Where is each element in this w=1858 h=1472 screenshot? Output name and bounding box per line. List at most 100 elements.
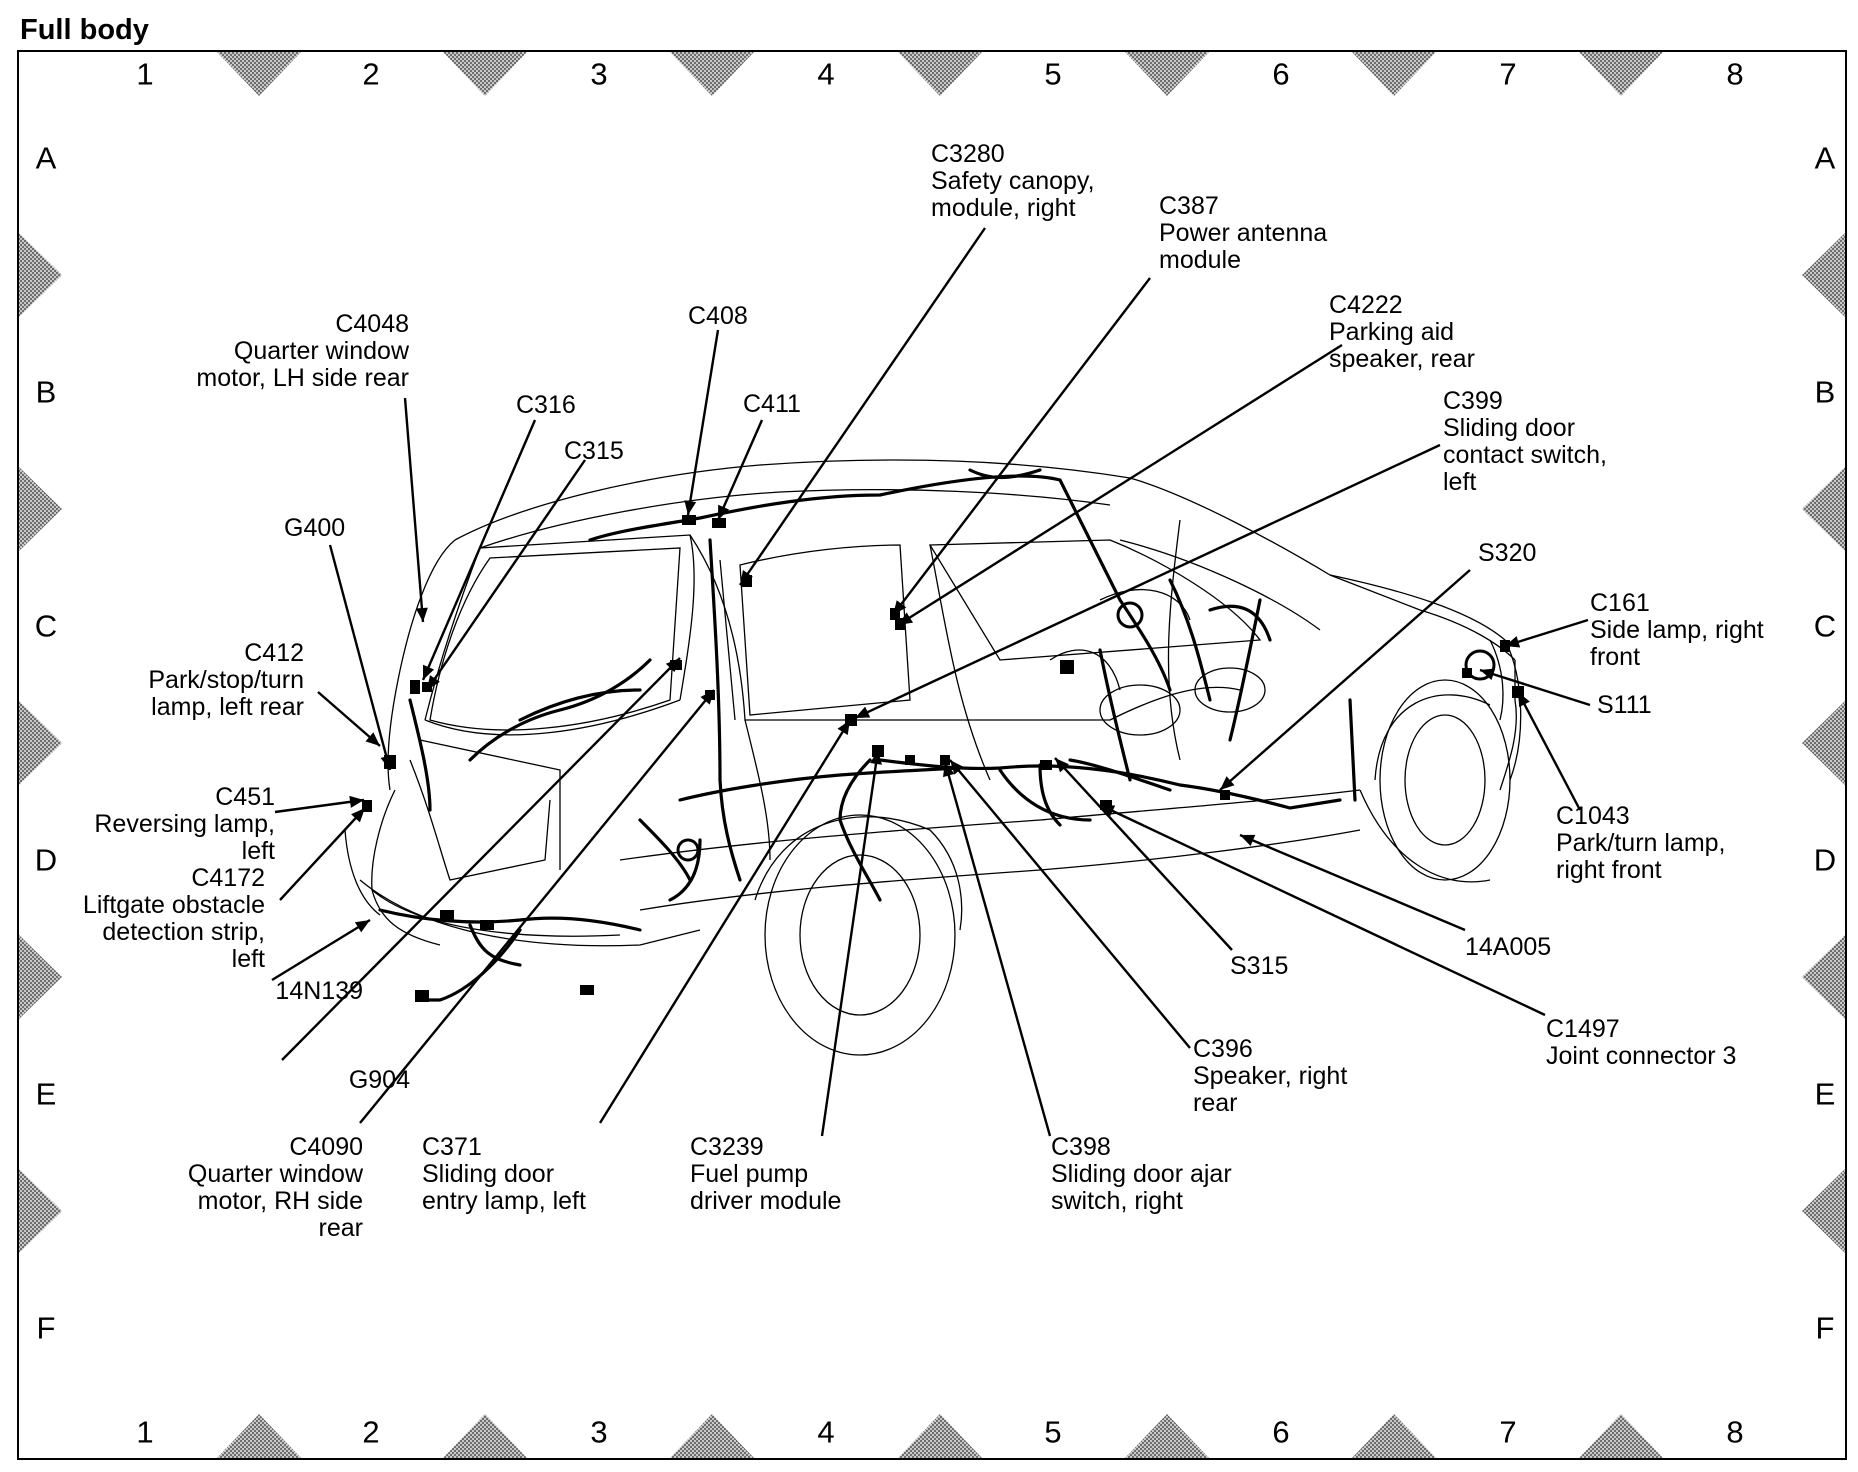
- leader-line-c371: [598, 719, 852, 1124]
- arrowhead-c398: [943, 762, 955, 778]
- callout-description: motor, LH side rear: [196, 364, 409, 392]
- leader-line-c161: [1504, 618, 1589, 648]
- callout-description: left: [1443, 468, 1477, 496]
- grid-column-bottom-5: 5: [1044, 1414, 1062, 1450]
- callout-code: C3239: [690, 1133, 764, 1161]
- grid-column-top-5: 5: [1044, 56, 1062, 92]
- callout-description: Parking aid: [1329, 318, 1455, 346]
- grid-marker-top-7: [1579, 52, 1663, 96]
- grid-marker-bottom-1: [217, 1414, 301, 1458]
- callout-code: C315: [564, 437, 624, 465]
- leader-line-c315: [426, 459, 586, 691]
- callout-code: C387: [1159, 192, 1219, 220]
- grid-row-left-E: E: [35, 1076, 57, 1112]
- grid-row-right-D: D: [1813, 842, 1837, 878]
- grid-column-top-2: 2: [362, 56, 380, 92]
- callout-description: module, right: [931, 194, 1076, 222]
- callout-description: right front: [1556, 856, 1662, 884]
- arrowhead-g904: [665, 658, 680, 673]
- arrowhead-c451: [349, 795, 364, 808]
- callout-s111: S111: [1597, 692, 1652, 719]
- grid-column-bottom-4: 4: [817, 1414, 835, 1450]
- callout-description: Power antenna: [1159, 219, 1328, 247]
- callout-description: Quarter window: [187, 1160, 363, 1188]
- grid-marker-right-4: [1802, 935, 1845, 1019]
- callout-code: C1043: [1556, 802, 1630, 830]
- grid-row-left-B: B: [35, 374, 57, 410]
- callout-description: Sliding door: [422, 1160, 555, 1188]
- grid-marker-right-5: [1802, 1169, 1845, 1253]
- leader-line-14a005: [1239, 833, 1466, 932]
- grid-marker-left-3: [19, 701, 62, 785]
- callout-code: C316: [516, 391, 576, 419]
- grid-row-left-A: A: [35, 140, 57, 176]
- arrowhead-c387: [893, 600, 907, 615]
- grid-row-right-F: F: [1815, 1310, 1835, 1346]
- leader-line-c387: [892, 277, 1151, 616]
- grid-row-left-F: F: [36, 1310, 56, 1346]
- arrowhead-c4048: [415, 607, 428, 622]
- callout-description: Safety canopy,: [931, 167, 1095, 195]
- grid-marker-left-5: [19, 1169, 62, 1253]
- callout-description: Park/stop/turn: [148, 666, 304, 694]
- grid-marker-left-4: [19, 935, 62, 1019]
- arrowhead-c4090: [700, 690, 714, 705]
- arrowhead-c371: [837, 720, 850, 736]
- callout-g904: G904: [349, 1067, 410, 1094]
- callout-code: C371: [422, 1133, 482, 1161]
- leader-line-c4090: [359, 689, 715, 1124]
- arrowhead-c315: [427, 675, 440, 690]
- leader-line-s315: [1054, 757, 1233, 951]
- leader-line-g904: [281, 657, 681, 1061]
- callout-14n139: 14N139: [275, 978, 363, 1005]
- grid-marker-top-6: [1352, 52, 1436, 96]
- arrowhead-c411: [718, 504, 730, 520]
- grid-row-left-D: D: [34, 842, 58, 878]
- grid-markers: [19, 52, 1845, 1458]
- callout-code: C396: [1193, 1035, 1253, 1063]
- callout-description: contact switch,: [1443, 441, 1607, 469]
- callout-code: C4048: [335, 310, 409, 338]
- diagram-heading: Full body: [20, 14, 149, 46]
- grid-marker-top-2: [443, 52, 527, 96]
- leader-line-c411: [716, 419, 764, 521]
- leader-line-c408: [686, 329, 720, 516]
- callout-code: C4222: [1329, 291, 1403, 319]
- grid-column-bottom-7: 7: [1499, 1414, 1517, 1450]
- callout-description: Joint connector 3: [1546, 1042, 1737, 1070]
- leader-line-c4048: [403, 397, 425, 623]
- callout-code: C4090: [289, 1133, 363, 1161]
- grid-row-right-B: B: [1814, 374, 1836, 410]
- callout-description: Sliding door: [1443, 414, 1576, 442]
- callout-code: C399: [1443, 387, 1503, 415]
- callout-c316: C316: [516, 392, 576, 419]
- callout-description: Reversing lamp,: [94, 810, 275, 838]
- callout-code: S320: [1478, 539, 1537, 567]
- arrowhead-c1497: [1100, 805, 1116, 817]
- arrowhead-14a005: [1240, 834, 1256, 846]
- arrowhead-c316: [423, 664, 435, 680]
- grid-marker-right-1: [1802, 233, 1845, 317]
- grid-column-bottom-2: 2: [362, 1414, 380, 1450]
- callout-code: C398: [1051, 1133, 1111, 1161]
- callout-description: front: [1590, 643, 1641, 671]
- leader-lines: [271, 227, 1591, 1137]
- arrowhead-c3280: [740, 570, 753, 585]
- callout-description: motor, RH side: [197, 1187, 363, 1215]
- callout-code: 14A005: [1465, 933, 1552, 961]
- grid-marker-bottom-2: [443, 1414, 527, 1458]
- grid-column-top-1: 1: [136, 56, 154, 92]
- callout-description: Quarter window: [233, 337, 409, 365]
- callout-s320: S320: [1478, 540, 1536, 567]
- leader-line-c3280: [739, 227, 986, 586]
- arrowhead-c408: [684, 500, 697, 515]
- arrowhead-g400: [380, 754, 393, 770]
